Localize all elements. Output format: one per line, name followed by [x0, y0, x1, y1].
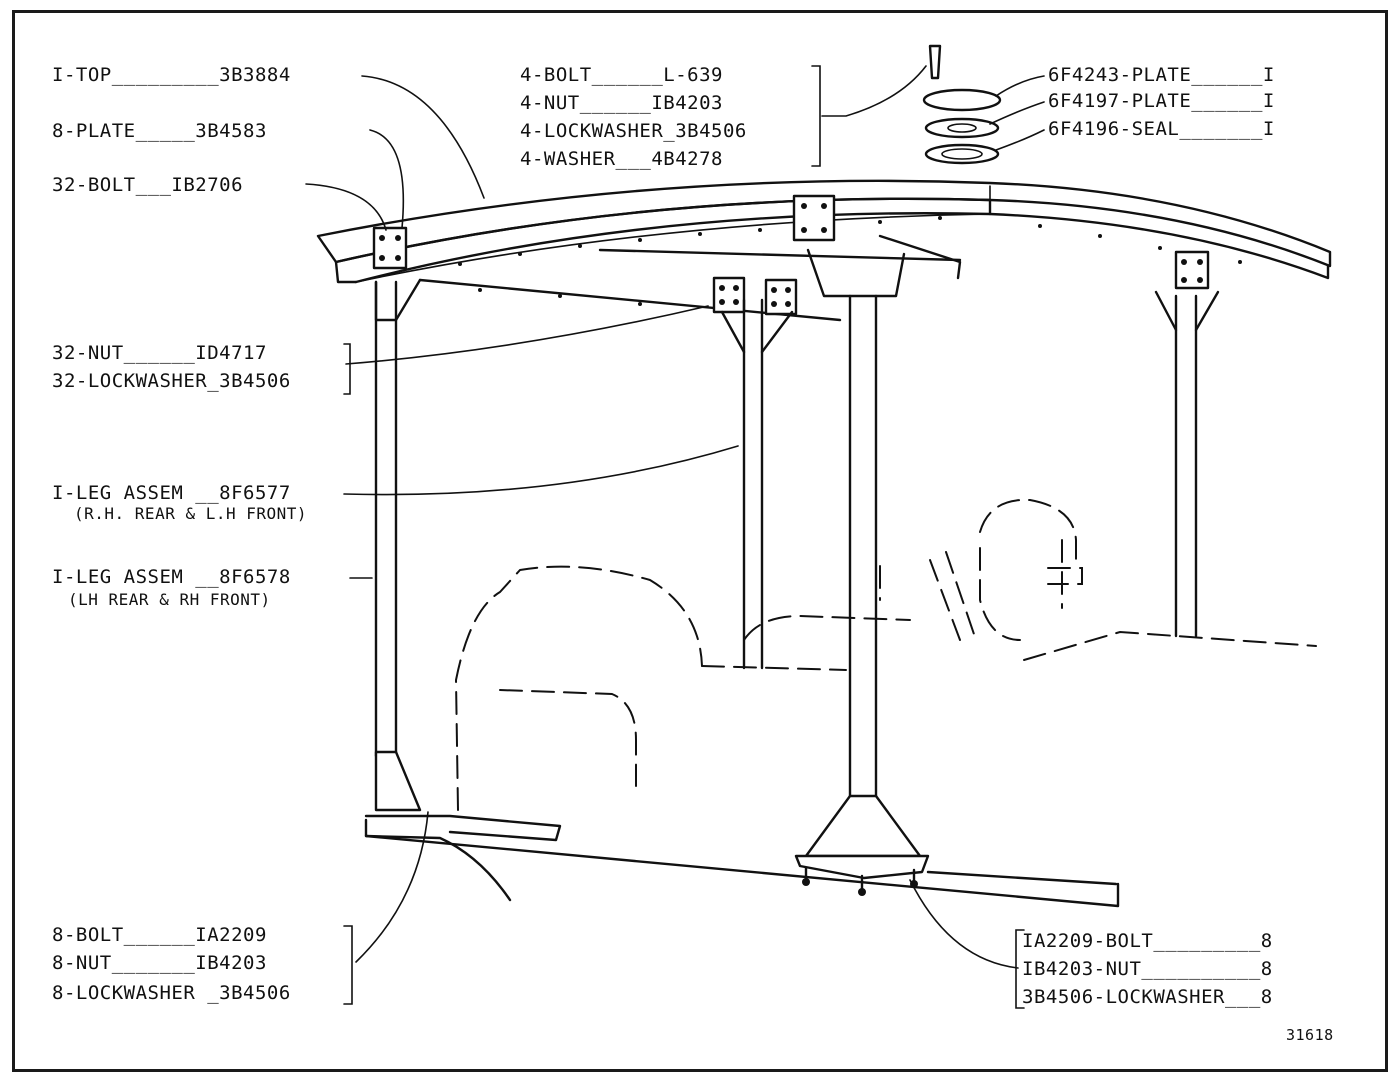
- canopy-top: [316, 179, 1332, 284]
- label-nut-32: 32-NUT______ID4717: [52, 342, 267, 364]
- label-nut-4: 4-NUT______IB4203: [520, 92, 723, 114]
- label-lockwasher-3b4506: 3B4506-LOCKWASHER___8: [1022, 986, 1273, 1008]
- label-nut-ib4203: IB4203-NUT__________8: [1022, 958, 1273, 980]
- legs: [374, 248, 1220, 798]
- label-bolt-32: 32-BOLT___IB2706: [52, 174, 244, 196]
- label-brackets: [343, 65, 1025, 1009]
- label-bolt-4: 4-BOLT______L-639: [520, 64, 723, 86]
- figure-frame: [12, 10, 1388, 1072]
- label-plate-6f4243: 6F4243-PLATE______I: [1048, 64, 1275, 86]
- leader-lines: [305, 65, 1045, 969]
- cab-outline: [454, 498, 1317, 811]
- label-nut-8: 8-NUT_______IB4203: [52, 952, 267, 974]
- vehicle-body: [364, 814, 1120, 908]
- label-washer-4: 4-WASHER___4B4278: [520, 148, 723, 170]
- label-top: I-TOP_________3B3884: [52, 64, 291, 86]
- canopy-rivets: [458, 216, 1242, 306]
- label-plate-6f4197: 6F4197-PLATE______I: [1048, 90, 1275, 112]
- label-bolt-8: 8-BOLT______IA2209: [52, 924, 267, 946]
- plate-stack: [922, 44, 1002, 165]
- side-rail: [418, 234, 962, 322]
- label-seal-6f4196: 6F4196-SEAL_______I: [1048, 118, 1275, 140]
- figure-number: 31618: [1286, 1026, 1334, 1044]
- label-bolt-ia2209: IA2209-BOLT_________8: [1022, 930, 1273, 952]
- label-lockwasher-4: 4-LOCKWASHER_3B4506: [520, 120, 747, 142]
- label-lockwasher-8: 8-LOCKWASHER _3B4506: [52, 982, 291, 1004]
- label-leg-assem-8f6578: I-LEG ASSEM __8F6578: [52, 566, 291, 588]
- label-leg-assem-8f6578-note: (LH REAR & RH FRONT): [68, 590, 271, 609]
- label-leg-assem-8f6577-note: (R.H. REAR & L.H FRONT): [74, 504, 308, 523]
- label-lockwasher-32: 32-LOCKWASHER_3B4506: [52, 370, 291, 392]
- label-plate: 8-PLATE_____3B4583: [52, 120, 267, 142]
- corner-plates: [372, 194, 1210, 316]
- leg-bases: [374, 750, 930, 896]
- label-leg-assem-8f6577: I-LEG ASSEM __8F6577: [52, 482, 291, 504]
